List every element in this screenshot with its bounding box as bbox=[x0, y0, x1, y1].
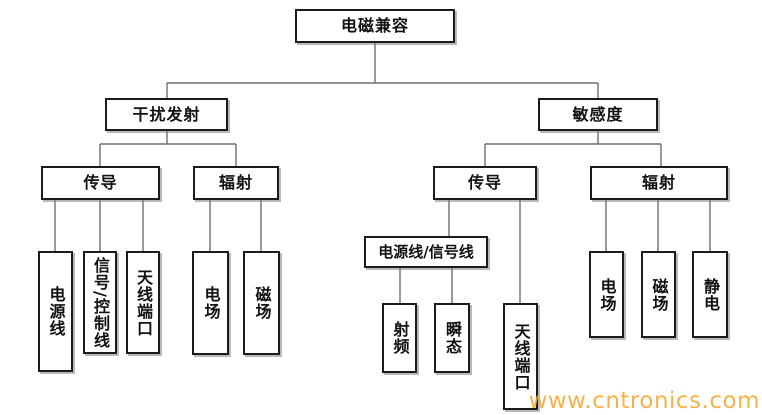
node-antenna-port-susceptibility: 天线端口 bbox=[503, 303, 538, 410]
node-electrostatic: 静电 bbox=[692, 251, 728, 338]
node-susceptibility-conducted: 传导 bbox=[433, 166, 537, 200]
node-emission-radiated: 辐射 bbox=[193, 166, 279, 200]
node-antenna-port-emission: 天线端口 bbox=[126, 251, 160, 354]
node-electric-field-emission: 电场 bbox=[192, 251, 229, 355]
watermark: www.cntronics.com bbox=[528, 388, 760, 414]
node-electric-field-susceptibility: 电场 bbox=[589, 251, 624, 338]
node-power-signal-line: 电源线/信号线 bbox=[364, 236, 488, 268]
node-interference-emission: 干扰发射 bbox=[105, 98, 228, 131]
node-magnetic-field-susceptibility: 磁场 bbox=[641, 251, 676, 338]
node-rf: 射频 bbox=[382, 303, 417, 373]
node-emc: 电磁兼容 bbox=[295, 9, 455, 43]
node-signal-control-line: 信号/控制线 bbox=[83, 251, 117, 354]
node-susceptibility-radiated: 辐射 bbox=[590, 166, 728, 200]
node-emission-conducted: 传导 bbox=[41, 166, 160, 200]
node-magnetic-field-emission: 磁场 bbox=[243, 251, 280, 355]
node-power-line: 电源线 bbox=[38, 251, 73, 372]
node-transient: 瞬态 bbox=[434, 303, 470, 373]
node-susceptibility: 敏感度 bbox=[538, 98, 658, 131]
